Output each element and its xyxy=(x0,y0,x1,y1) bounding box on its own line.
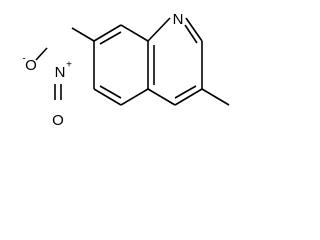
chemical-structure-canvas: N N + O - O xyxy=(0,0,258,138)
bond-c8a-c8 xyxy=(120,24,149,42)
nitro-oxygen-top-label: O xyxy=(25,57,37,74)
bond-c5-c4a xyxy=(120,88,149,106)
bond-c8a-n1 xyxy=(147,17,171,42)
bond-n1-c2-inner xyxy=(184,24,198,44)
bond-n1-c2 xyxy=(185,17,203,42)
bond-c6-c5 xyxy=(93,88,122,106)
bond-c8-c7-inner xyxy=(99,31,122,45)
quinoline-structure-diagram: N N + O - O xyxy=(22,11,230,129)
bond-c8-c7 xyxy=(93,24,122,42)
bond-nitro-n-o-top xyxy=(35,47,48,61)
nitro-oxygen-bottom-label: O xyxy=(52,112,64,129)
bond-c6-c5-inner xyxy=(99,85,122,99)
nitro-nitrogen-charge: + xyxy=(66,60,72,71)
bond-c3-methyl xyxy=(201,88,230,106)
bond-c3-c4-inner xyxy=(174,85,197,99)
nitro-oxygen-top-charge: - xyxy=(22,54,25,65)
bond-c6-nitro-n xyxy=(71,27,95,42)
bond-c4-c4a xyxy=(147,88,176,106)
bond-c3-c4 xyxy=(174,88,203,106)
nitro-nitrogen-label: N xyxy=(55,64,66,81)
ring-nitrogen-label: N xyxy=(173,11,184,28)
